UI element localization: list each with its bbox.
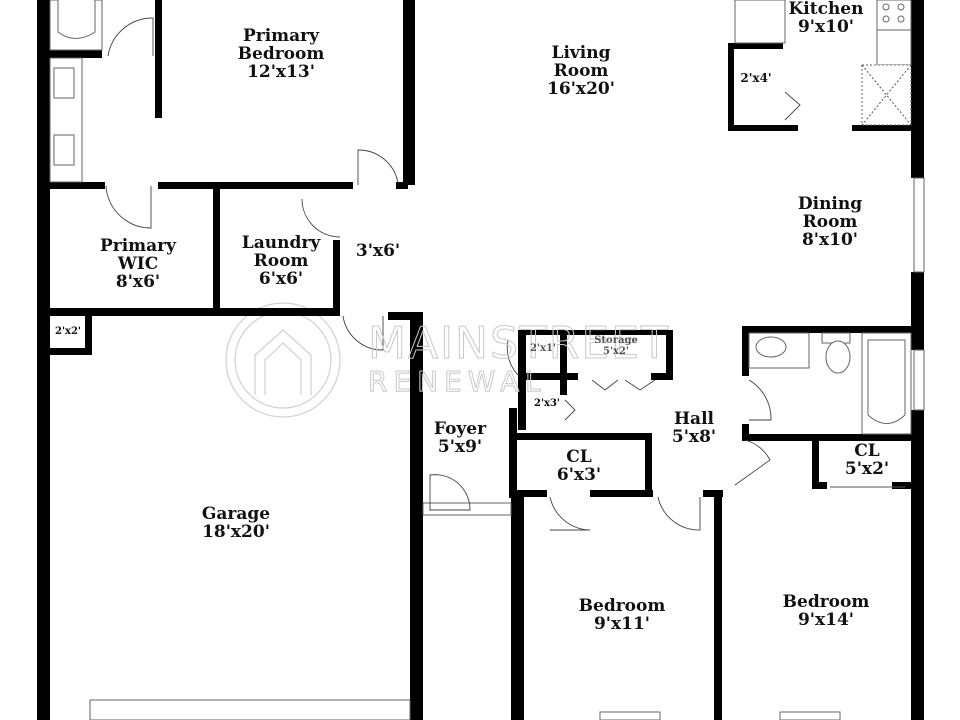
- room-name: CL: [854, 441, 880, 461]
- room-size: 3'x6': [355, 241, 401, 261]
- room-size: 5'x9': [437, 436, 483, 457]
- room-hall: Hall 5'x8': [671, 409, 717, 447]
- room-size: 2'x1': [529, 343, 557, 354]
- room-size: 8'x10': [801, 229, 859, 250]
- room-size: 5'x8': [671, 426, 717, 447]
- room-kitchen: Kitchen 9'x10': [788, 0, 864, 37]
- room-dining-room: Dining Room 8'x10': [797, 194, 863, 250]
- exterior-walls: [37, 0, 924, 720]
- room-garage: Garage 18'x20': [201, 504, 271, 542]
- room-size: 12'x13': [247, 61, 315, 82]
- room-name: Living: [551, 43, 611, 63]
- room-cl-5x2: CL 5'x2': [844, 441, 890, 479]
- room-closet-2x3: 2'x3': [533, 398, 561, 410]
- room-name: Room: [553, 60, 609, 81]
- room-cl-6x3: CL 6'x3': [556, 447, 602, 485]
- room-storage: Storage 5'x2': [594, 335, 638, 357]
- room-size: 5'x2': [602, 345, 629, 357]
- room-name: Laundry: [241, 233, 321, 253]
- room-name: Primary: [242, 26, 320, 46]
- room-size: 6'x6': [258, 268, 304, 289]
- room-size: 9'x11': [593, 613, 651, 634]
- room-primary-wic: Primary WIC 8'x6': [99, 236, 177, 292]
- watermark-logo-icon: [225, 302, 341, 418]
- room-name: Primary: [99, 236, 177, 256]
- fixtures: [49, 0, 912, 720]
- room-size: 2'x2': [54, 326, 82, 337]
- door-swings: [105, 17, 905, 531]
- room-name: Bedroom: [578, 596, 666, 616]
- room-living-room: Living Room 16'x20': [547, 43, 615, 99]
- room-name: Foyer: [433, 419, 487, 439]
- room-name: Room: [802, 211, 858, 232]
- room-bedroom-3: Bedroom 9'x14': [782, 592, 870, 630]
- windows: [422, 177, 925, 720]
- room-pantry: 2'x4': [740, 72, 771, 85]
- room-name: Bedroom: [237, 43, 325, 64]
- room-name: Storage: [594, 335, 638, 346]
- room-name: Hall: [673, 409, 714, 429]
- room-size: 16'x20': [547, 78, 615, 99]
- room-size: 9'x10': [797, 16, 855, 37]
- room-name: Kitchen: [788, 0, 864, 19]
- room-closet-2x1: 2'x1': [529, 343, 557, 355]
- room-size: 5'x2': [844, 458, 890, 479]
- room-size: 9'x14': [797, 609, 855, 630]
- room-size: 2'x3': [533, 398, 561, 409]
- room-closet-2x2: 2'x2': [54, 326, 82, 338]
- room-passage: 3'x6': [355, 241, 401, 261]
- room-foyer: Foyer 5'x9': [433, 419, 487, 457]
- interior-walls: [50, 0, 912, 720]
- room-size: 6'x3': [556, 464, 602, 485]
- room-name: CL: [566, 447, 592, 467]
- room-size: 8'x6': [115, 271, 161, 292]
- room-size: 2'x4': [740, 71, 772, 85]
- room-name: Bedroom: [782, 592, 870, 612]
- room-name: WIC: [117, 253, 159, 274]
- room-name: Garage: [201, 504, 271, 524]
- room-size: 18'x20': [202, 521, 270, 542]
- room-name: Dining: [797, 194, 863, 214]
- room-laundry: Laundry Room 6'x6': [241, 233, 321, 289]
- room-bedroom-2: Bedroom 9'x11': [578, 596, 666, 634]
- room-name: Room: [253, 250, 309, 271]
- room-primary-bedroom: Primary Bedroom 12'x13': [237, 26, 325, 82]
